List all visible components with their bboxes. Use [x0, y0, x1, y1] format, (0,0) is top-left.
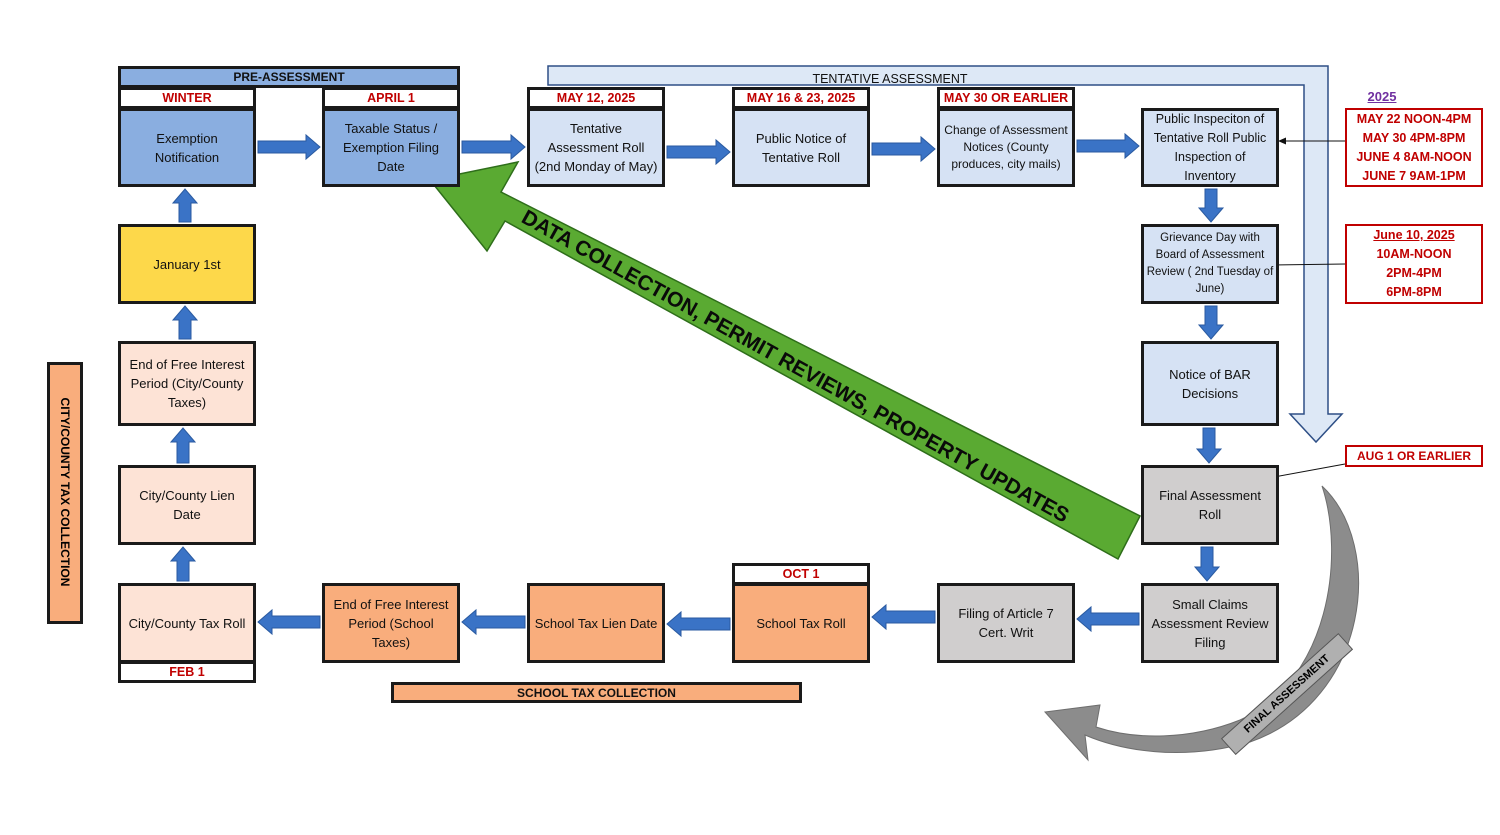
date-label-april1: APRIL 1	[322, 87, 460, 109]
flow-arrow-schoollien-to-freeinterest	[461, 608, 526, 636]
date-label-may16: MAY 16 & 23, 2025	[732, 87, 870, 109]
step-free-interest-city: End of Free Interest Period (City/County…	[118, 341, 256, 426]
flow-arrow-final-to-smallclaims	[1193, 546, 1221, 582]
pre-assessment-band: PRE-ASSESSMENT	[118, 66, 460, 88]
tentative-assessment-bracket	[547, 65, 1344, 444]
inspection-line-1: MAY 22 NOON-4PM	[1356, 112, 1472, 126]
date-label-winter: WINTER	[118, 87, 256, 109]
date-label-may12: MAY 12, 2025	[527, 87, 665, 109]
flow-arrow-bar-to-final	[1195, 427, 1223, 464]
flow-arrow-notice-to-change	[871, 135, 936, 163]
school-tax-collection-band: SCHOOL TAX COLLECTION	[391, 682, 802, 703]
step-article7: Filing of Article 7 Cert. Writ	[937, 583, 1075, 663]
step-january1: January 1st	[118, 224, 256, 304]
city-county-tax-collection-band: CITY/COUNTY TAX COLLECTION	[47, 362, 83, 624]
grievance-schedule-title: June 10, 2025	[1373, 228, 1455, 242]
flow-arrow-article7-to-schooltaxroll	[871, 603, 936, 631]
step-change-notices: Change of Assessment Notices (County pro…	[937, 108, 1075, 187]
inspection-schedule-box: MAY 22 NOON-4PM MAY 30 4PM-8PM JUNE 4 8A…	[1345, 108, 1483, 187]
flow-arrow-change-to-inspection	[1076, 132, 1140, 160]
grievance-line-1: 10AM-NOON	[1376, 247, 1452, 261]
flow-arrow-jan1-to-exemption	[171, 188, 199, 223]
flow-arrow-schooltaxroll-to-schoollien	[666, 610, 731, 638]
date-label-aug1: AUG 1 OR EARLIER	[1345, 445, 1483, 467]
grievance-line-3: 6PM-8PM	[1386, 285, 1442, 299]
grievance-pointer-line	[1271, 263, 1346, 266]
date-label-oct1: OCT 1	[732, 563, 870, 585]
step-small-claims: Small Claims Assessment Review Filing	[1141, 583, 1279, 663]
step-taxable-status: Taxable Status / Exemption Filing Date	[322, 108, 460, 187]
tentative-assessment-label: TENTATIVE ASSESSMENT	[812, 72, 968, 86]
inspection-line-2: MAY 30 4PM-8PM	[1362, 131, 1466, 145]
date-label-may30: MAY 30 OR EARLIER	[937, 87, 1075, 109]
step-school-lien: School Tax Lien Date	[527, 583, 665, 663]
inspection-schedule-title: 2025	[1367, 89, 1397, 104]
flow-arrow-inspection-to-grievance	[1197, 188, 1225, 223]
flow-arrow-grievance-to-bar	[1197, 305, 1225, 340]
step-tentative-roll: Tentative Assessment Roll (2nd Monday of…	[527, 108, 665, 187]
inspection-line-4: JUNE 7 9AM-1PM	[1362, 169, 1466, 183]
grievance-schedule-box: June 10, 2025 10AM-NOON 2PM-4PM 6PM-8PM	[1345, 224, 1483, 304]
flow-arrow-exemption-to-taxable	[257, 133, 321, 161]
inspection-pointer-head	[1278, 137, 1286, 145]
flow-arrow-tentative-to-notice	[666, 138, 731, 166]
step-city-tax-roll: City/County Tax Roll	[118, 583, 256, 663]
step-school-tax-roll: School Tax Roll	[732, 583, 870, 663]
step-free-interest-school: End of Free Interest Period (School Taxe…	[322, 583, 460, 663]
step-bar-decisions: Notice of BAR Decisions	[1141, 341, 1279, 426]
flow-arrow-freeinterest-to-citytaxroll	[257, 608, 321, 636]
flow-arrow-citylien-to-freeinterestcity	[169, 427, 197, 464]
step-grievance-day: Grievance Day with Board of Assessment R…	[1141, 224, 1279, 304]
step-city-lien: City/County Lien Date	[118, 465, 256, 545]
step-final-roll: Final Assessment Roll	[1141, 465, 1279, 545]
data-collection-arrow	[428, 160, 1142, 561]
grievance-line-2: 2PM-4PM	[1386, 266, 1442, 280]
flow-arrow-freeinterestcity-to-jan1	[171, 305, 199, 340]
step-public-notice: Public Notice of Tentative Roll	[732, 108, 870, 187]
flow-arrow-taxable-to-tentative	[461, 133, 526, 161]
flow-arrows	[169, 132, 1225, 638]
inspection-line-3: JUNE 4 8AM-NOON	[1356, 150, 1472, 164]
date-label-feb1: FEB 1	[118, 661, 256, 683]
flow-arrow-smallclaims-to-article7	[1076, 605, 1140, 633]
step-exemption-notification: Exemption Notification	[118, 108, 256, 187]
flow-arrow-citytaxroll-to-citylien	[169, 546, 197, 582]
city-county-tax-collection-label: CITY/COUNTY TAX COLLECTION	[58, 397, 72, 587]
step-public-inspection: Public Inspeciton of Tentative Roll Publ…	[1141, 108, 1279, 187]
